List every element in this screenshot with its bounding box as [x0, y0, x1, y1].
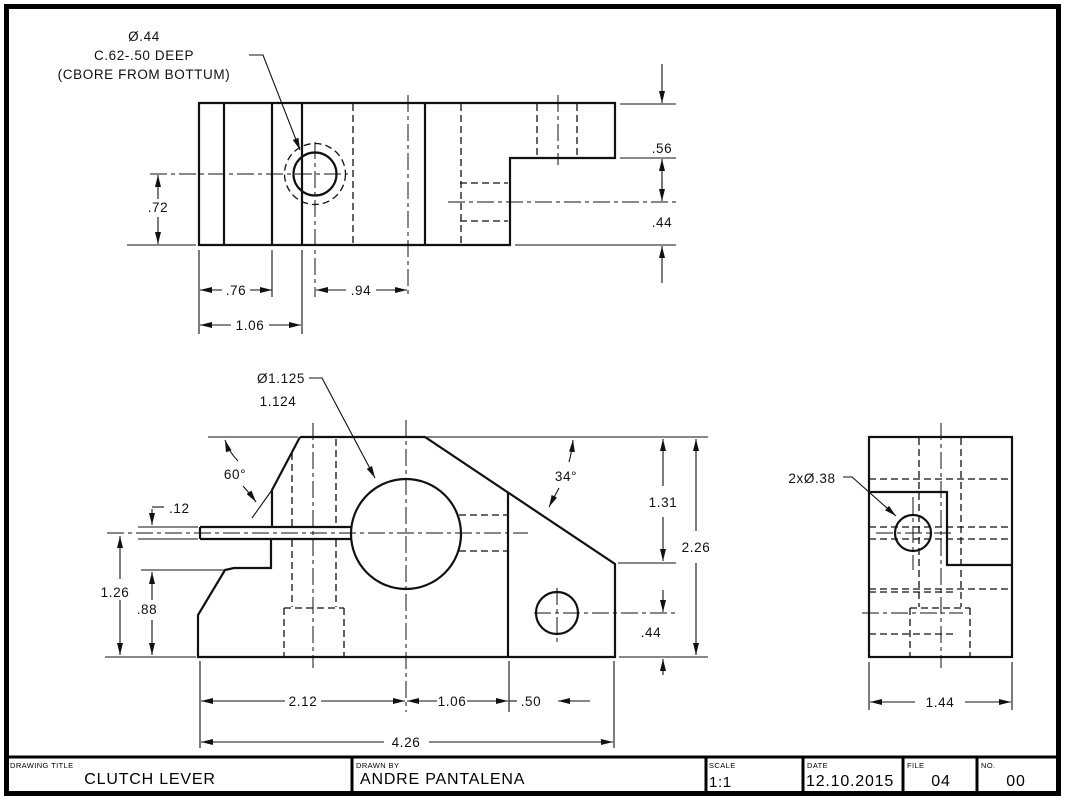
side-holes-note: 2xØ.38: [788, 471, 835, 486]
dim-side-144: 1.44: [926, 695, 955, 710]
cbore-note-depth: C.62-.50 DEEP: [94, 48, 194, 63]
cbore-note-dia: Ø.44: [128, 29, 160, 44]
no-value: 00: [1006, 773, 1025, 790]
dim-top-94: .94: [351, 283, 372, 298]
dim-front-88: .88: [137, 602, 158, 617]
bore-note-lower: 1.124: [260, 394, 297, 409]
dim-top-44: .44: [652, 215, 673, 230]
dim-front-50: .50: [521, 694, 542, 709]
dim-front-12: .12: [169, 501, 190, 516]
sheet-border: [4, 4, 1061, 796]
scale-value: 1:1: [709, 774, 732, 791]
dim-top-106: 1.06: [236, 318, 265, 333]
drawn-by-value: ANDRE PANTALENA: [360, 771, 525, 788]
drawing-title-label: DRAWING TITLE: [10, 761, 74, 770]
side-holes-leader: [843, 476, 897, 517]
date-label: DATE: [807, 761, 828, 770]
dim-front-426: 4.26: [392, 735, 421, 750]
scale-label: SCALE: [709, 761, 736, 770]
cbore-note-from: (CBORE FROM BOTTUM): [58, 67, 231, 82]
top-view: .72 .76 .94 1.06 .56 .44 Ø.44 C.62-.50 D…: [58, 29, 676, 334]
file-label: FILE: [907, 761, 924, 770]
date-value: 12.10.2015: [806, 773, 894, 790]
drawing-title-value: CLUTCH LEVER: [84, 771, 215, 788]
dim-front-131: 1.31: [649, 495, 678, 510]
dim-front-126: 1.26: [101, 585, 130, 600]
dim-front-212: 2.12: [289, 694, 318, 709]
cbore-leader: [249, 54, 301, 151]
dim-front-60deg: 60°: [224, 467, 246, 482]
dim-top-76: .76: [226, 283, 247, 298]
drawn-by-label: DRAWN BY: [356, 761, 399, 770]
dim-front-226: 2.26: [682, 540, 711, 555]
dim-front-44: .44: [641, 625, 662, 640]
title-block: DRAWING TITLE CLUTCH LEVER DRAWN BY ANDR…: [7, 755, 1058, 794]
dim-front-34deg: 34°: [555, 469, 577, 484]
bore-leader: [309, 377, 376, 479]
side-view: 1.44 2xØ.38: [788, 423, 1014, 710]
bore-note-dia: Ø1.125: [257, 371, 305, 386]
dim-top-56: .56: [652, 141, 673, 156]
dim-front-106: 1.06: [438, 694, 467, 709]
file-value: 04: [931, 773, 950, 790]
dim-top-72: .72: [148, 200, 169, 215]
no-label: NO.: [981, 761, 996, 770]
front-view: .12 60° Ø1.125 1.124 34° 1.31 2.26 .44 1…: [101, 371, 711, 750]
